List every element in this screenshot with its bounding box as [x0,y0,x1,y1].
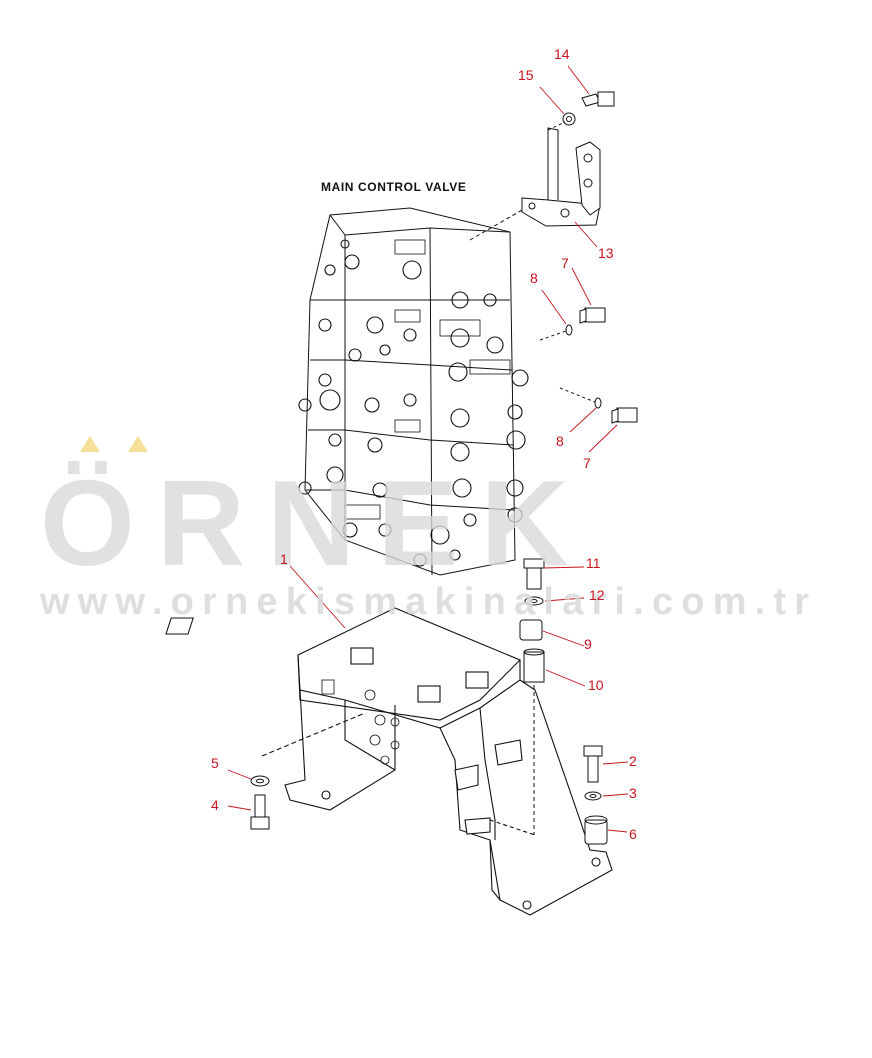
watermark-brand: ÖRNEK [40,455,591,591]
callout-12: 12 [589,587,605,603]
leader-lines [227,65,629,833]
watermark-url: www.ornekismakinalari.com.tr [40,581,818,623]
callout-5: 5 [211,755,219,771]
main-control-valve [298,207,529,576]
callout-10: 10 [588,677,604,693]
callout-6: 6 [629,826,637,842]
callout-9: 9 [584,636,592,652]
upper-bracket [469,91,615,241]
watermark-umlaut-left [80,436,100,452]
callout-13: 13 [598,245,614,261]
base-frame [165,607,613,916]
callout-8-lower: 8 [556,433,564,449]
callout-1: 1 [280,551,288,567]
pressure-sensors [539,307,638,424]
callout-8-upper: 8 [530,270,538,286]
callout-11: 11 [586,555,601,571]
callout-7-lower: 7 [583,455,591,471]
mount-stack [519,558,545,835]
callout-3: 3 [629,785,637,801]
callout-15: 15 [518,67,534,83]
loose-hardware [250,745,608,845]
callout-2: 2 [629,753,637,769]
diagram-title: MAIN CONTROL VALVE [321,180,467,194]
watermark-umlaut-right [128,436,148,452]
callout-4: 4 [211,797,219,813]
callout-14: 14 [554,46,570,62]
callout-7-upper: 7 [561,255,569,271]
